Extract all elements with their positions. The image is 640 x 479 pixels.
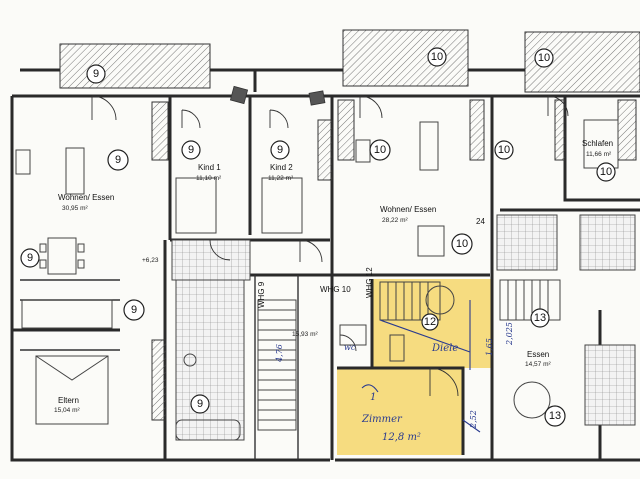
area-schlafen: 11,66 m² (586, 151, 612, 158)
svg-text:10: 10 (538, 52, 550, 64)
hand-zimmer-area: 12,8 m² (382, 432, 421, 443)
area-essen: 14,57 m² (525, 361, 551, 368)
area-wohnen-left: 30,95 m² (62, 205, 88, 212)
label-kind2: Kind 2 (270, 163, 293, 172)
bathtub (175, 419, 241, 441)
dimension-24: 24 (476, 217, 485, 226)
loggia-left (59, 43, 211, 89)
svg-text:10: 10 (431, 51, 443, 63)
hand-dim-1: 2,025 (505, 322, 514, 346)
room-number: 9 (20, 248, 40, 268)
room-number: 9 (190, 394, 210, 414)
room-number: 13 (530, 308, 550, 328)
label-essen: Essen (527, 350, 549, 359)
loggia-right (524, 31, 640, 93)
svg-text:9: 9 (27, 252, 33, 264)
hand-dim-3: 4,76 (275, 344, 284, 363)
doors (91, 95, 569, 397)
columns (151, 99, 637, 421)
svg-text:9: 9 (131, 304, 137, 316)
room-number: 13 (544, 405, 566, 427)
hand-room-number: 1 (370, 392, 376, 403)
loggia-mid (342, 29, 469, 87)
room-number: 10 (494, 140, 514, 160)
area-wohnen-mid: 28,22 m² (382, 217, 408, 224)
label-whg9: WHG 9 (257, 281, 266, 308)
label-kind1: Kind 1 (198, 163, 221, 172)
hand-dim-2: 2,52 (469, 410, 478, 429)
room-number: 12 (421, 313, 439, 331)
tiled-areas (171, 214, 636, 441)
label-whg10: WHG 10 (320, 285, 351, 294)
lower-right-tiles (584, 344, 636, 426)
bath-right-tiles (579, 214, 636, 271)
walls (10, 68, 640, 462)
room-number: 10 (427, 47, 447, 67)
kitchen-right-tiles (496, 214, 558, 271)
room-number: 10 (596, 162, 616, 182)
handwritten-marks (361, 300, 481, 433)
area-kind1: 11,10 m² (196, 175, 222, 182)
svg-text:9: 9 (115, 154, 121, 166)
label-wohnen-left: Wohnen/ Essen (58, 193, 114, 202)
room-number: 9 (86, 64, 106, 84)
sofa-mid (419, 121, 439, 171)
dining-table-left (47, 237, 77, 275)
svg-text:10: 10 (456, 238, 468, 250)
room-numbers: 9 9 9 9 9 9 10 10 10 10 10 10 13 13 9 12 (20, 47, 616, 427)
room-labels: Wohnen/ Essen 30,95 m² Kind 1 11,10 m² K… (54, 139, 613, 414)
label-eltern: Eltern (58, 396, 79, 405)
svg-text:9: 9 (277, 144, 283, 156)
svg-text:9: 9 (197, 398, 203, 410)
svg-text:10: 10 (374, 144, 386, 156)
label-whg12: WHG 12 (365, 267, 374, 298)
furniture (15, 85, 619, 441)
room-number: 9 (181, 140, 201, 160)
handwritten-labels: Diele wc 1 Zimmer 12,8 m² 2,025 2,52 4,7… (275, 322, 514, 443)
svg-text:9: 9 (188, 144, 194, 156)
svg-text:10: 10 (600, 166, 612, 178)
level-mark: +6,23 (142, 257, 159, 264)
room-number: 9 (107, 149, 129, 171)
room-number: 9 (123, 299, 145, 321)
loggias (59, 29, 640, 93)
svg-text:9: 9 (93, 68, 99, 80)
svg-text:13: 13 (534, 312, 546, 324)
hand-diele: Diele (431, 343, 458, 354)
svg-text:12: 12 (424, 316, 436, 328)
label-schlafen: Schlafen (582, 139, 613, 148)
room-number: 10 (534, 48, 554, 68)
dining-table-mid (417, 225, 445, 257)
svg-text:13: 13 (549, 410, 561, 422)
hand-wc: wc (344, 343, 356, 352)
room-number: 10 (451, 233, 473, 255)
svg-text:10: 10 (498, 144, 510, 156)
hand-dim-4: 1,65 (485, 338, 494, 356)
room-number: 10 (369, 139, 391, 161)
bed-eltern (35, 355, 109, 425)
round-table-right (513, 381, 551, 419)
bath-left-tiles (175, 279, 245, 441)
room-number: 9 (270, 140, 290, 160)
area-kind2: 11,22 m² (268, 175, 294, 182)
bed-kind1 (175, 177, 217, 234)
stairs (257, 279, 561, 431)
hand-zimmer: Zimmer (361, 414, 403, 425)
bed-kind2 (261, 177, 303, 234)
sofa-left (65, 147, 85, 195)
label-wohnen-mid: Wohnen/ Essen (380, 205, 436, 214)
area-stairwell: 15,93 m² (292, 331, 318, 338)
area-eltern: 15,04 m² (54, 407, 80, 414)
